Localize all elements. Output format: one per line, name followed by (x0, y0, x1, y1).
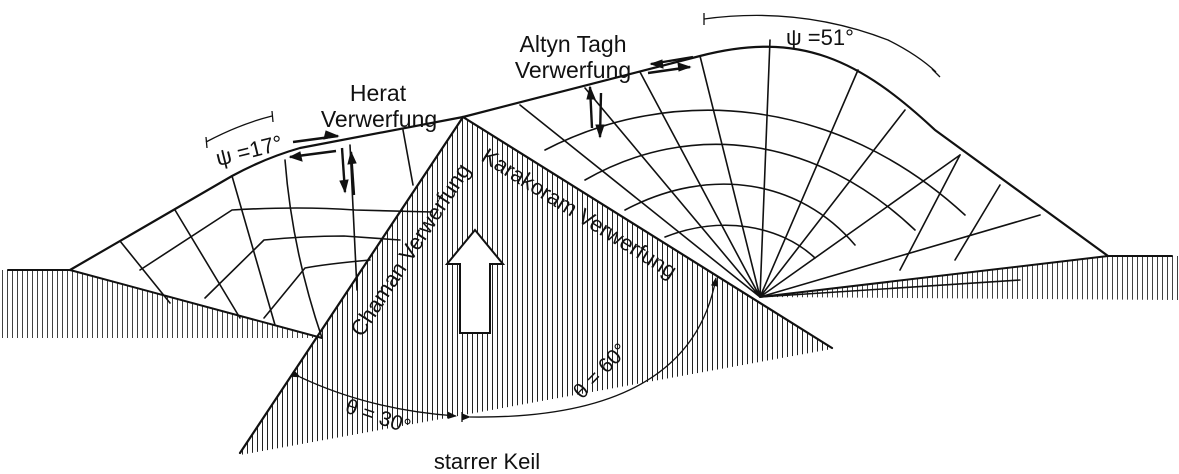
left-grid-line (402, 129, 414, 186)
wedge-body (240, 117, 832, 455)
theta-right-arc (461, 277, 719, 422)
fan-arc (624, 183, 856, 246)
fan-arc (584, 143, 916, 231)
right-grid-line (899, 154, 1001, 271)
herat-shear-arrows (288, 130, 357, 196)
altyn-shear-arrows (586, 55, 694, 139)
wedge-label: starrer Keil (434, 449, 540, 474)
psi-right-arc (703, 13, 941, 78)
psi-left-label: ψ =17° (213, 130, 285, 171)
left-outer-boundary (68, 115, 465, 272)
chaman-fault-line (238, 115, 465, 455)
left-grid-line (284, 159, 323, 339)
right-outer-boundary (461, 45, 1110, 258)
left-grid-line (139, 207, 433, 271)
altyn-label-2: Verwerfung (515, 57, 631, 83)
herat-label-1: Herat (350, 80, 407, 106)
left-grid-line (263, 259, 371, 319)
fan-ray (519, 39, 1041, 298)
herat-label-2: Verwerfung (321, 106, 437, 132)
right-slip-grid (461, 39, 1110, 298)
psi-left-arc (205, 110, 274, 149)
fan-arc (544, 109, 966, 216)
right-grid-base (759, 255, 1109, 298)
left-grid-line (204, 235, 401, 299)
psi-right-label: ψ =51° (786, 25, 854, 50)
left-ground-hatch (0, 270, 322, 338)
rigid-wedge (238, 115, 834, 455)
left-grid-base (69, 269, 323, 339)
left-slip-grid (68, 115, 465, 339)
theta-left-arc (291, 370, 457, 420)
karakoram-fault-line (461, 115, 834, 350)
fan-arc (664, 224, 816, 259)
altyn-label-1: Altyn Tagh (520, 31, 627, 57)
